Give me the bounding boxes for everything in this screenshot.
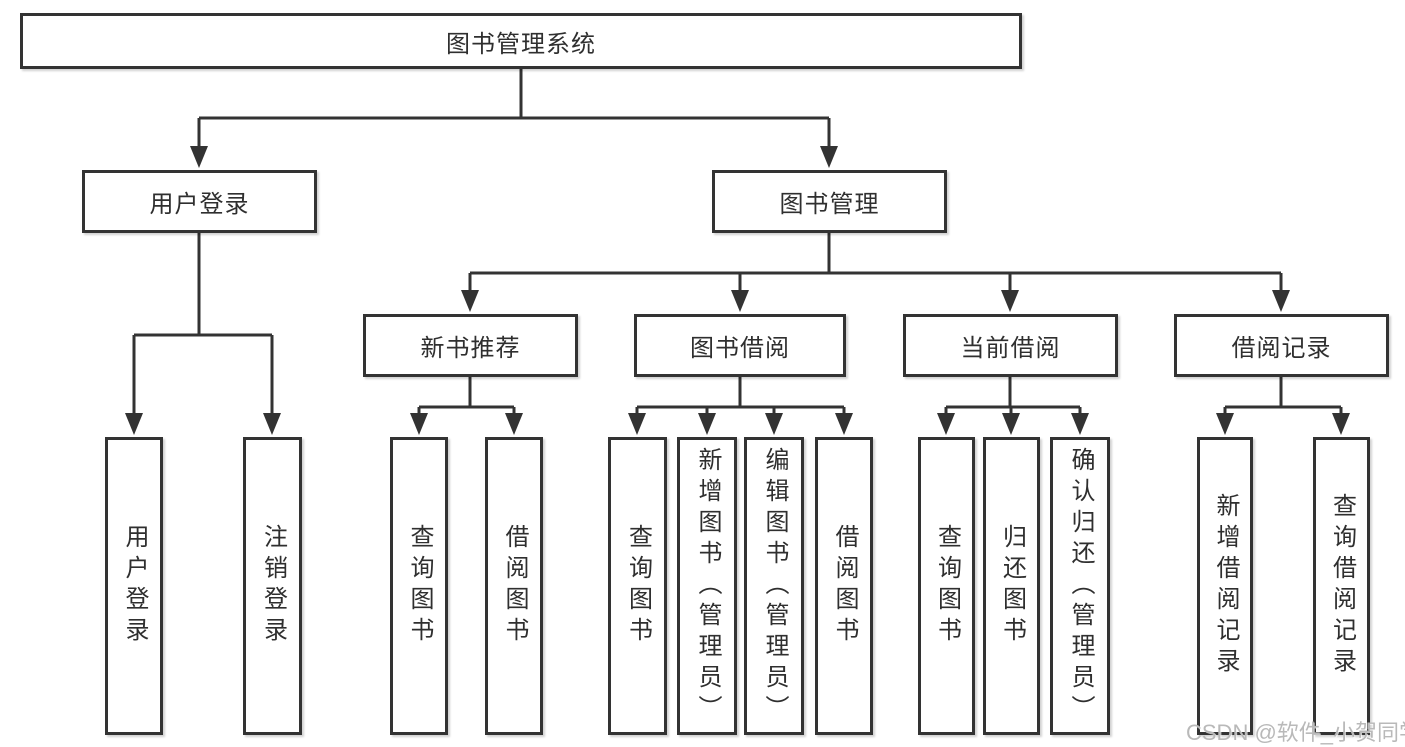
node-label: 当前借阅: [960, 335, 1061, 362]
node-label: 新书推荐: [420, 335, 521, 362]
node-book-management: 图书管理: [712, 170, 947, 233]
node-borrowing-records: 借阅记录: [1174, 314, 1389, 377]
node-label: 编辑图书（管理员）: [761, 446, 788, 726]
node-label: 借阅记录: [1231, 335, 1332, 362]
node-label: 用户登录: [121, 524, 148, 648]
leaf-borrow-books-borrowing: 借阅图书: [815, 437, 873, 735]
node-label: 确认归还（管理员）: [1067, 446, 1094, 726]
node-label: 借阅图书: [501, 524, 528, 648]
node-label: 图书管理: [779, 191, 880, 218]
leaf-return-book: 归还图书: [983, 437, 1040, 735]
leaf-query-books-borrowing: 查询图书: [608, 437, 667, 735]
node-new-book-recommendation: 新书推荐: [363, 314, 578, 377]
leaf-edit-book-admin: 编辑图书（管理员）: [744, 437, 804, 735]
node-user-login: 用户登录: [82, 170, 317, 233]
csdn-watermark: CSDN @软件_小贺同学: [1186, 720, 1405, 745]
node-current-borrowing: 当前借阅: [903, 314, 1118, 377]
node-label: 用户登录: [149, 191, 250, 218]
leaf-query-books-current: 查询图书: [918, 437, 975, 735]
leaf-query-books-recommend: 查询图书: [390, 437, 448, 735]
leaf-confirm-return-admin: 确认归还（管理员）: [1050, 437, 1110, 735]
node-label: 新增借阅记录: [1212, 493, 1239, 679]
leaf-add-borrow-record: 新增借阅记录: [1197, 437, 1253, 735]
node-label: 归还图书: [998, 524, 1026, 648]
leaf-user-login: 用户登录: [105, 437, 163, 735]
node-label: 查询图书: [624, 524, 652, 648]
node-label: 图书借阅: [690, 335, 790, 362]
leaf-add-book-admin: 新增图书（管理员）: [677, 437, 737, 735]
node-book-borrowing: 图书借阅: [634, 314, 846, 377]
node-label: 注销登录: [259, 524, 287, 648]
node-library-management-system: 图书管理系统: [20, 13, 1022, 69]
node-label: 查询借阅记录: [1328, 493, 1356, 679]
node-label: 新增图书（管理员）: [694, 446, 721, 726]
node-label: 借阅图书: [831, 524, 858, 648]
leaf-borrow-books-recommend: 借阅图书: [485, 437, 543, 735]
node-label: 查询图书: [933, 524, 961, 648]
node-label: 图书管理系统: [446, 30, 596, 58]
node-label: 查询图书: [406, 524, 433, 648]
leaf-query-borrow-record: 查询借阅记录: [1313, 437, 1370, 735]
leaf-logout: 注销登录: [243, 437, 302, 735]
